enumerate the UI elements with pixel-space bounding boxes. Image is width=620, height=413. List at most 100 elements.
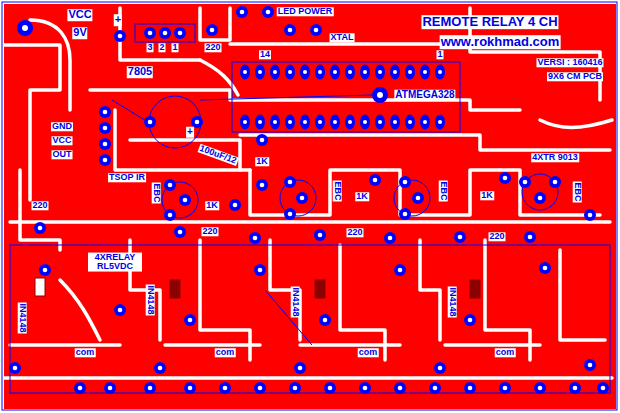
silkscreen-label: 2 [158, 43, 165, 52]
ic-pad [405, 65, 415, 80]
pad [499, 172, 511, 184]
component-outlines [2, 2, 617, 410]
isolation-gap [10, 220, 610, 224]
pad [249, 232, 261, 244]
board-title: REMOTE RELAY 4 CH [421, 15, 558, 29]
pad [284, 176, 296, 188]
ic-pad [435, 115, 445, 130]
silkscreen-label: 220 [346, 228, 363, 237]
pad [154, 362, 166, 374]
pad [284, 24, 296, 36]
pad [289, 382, 301, 394]
pad [534, 192, 546, 204]
pad [174, 27, 186, 39]
isolation-gap [420, 240, 440, 340]
ic-pad [360, 115, 370, 130]
silkscreen-label: www.rokhmad.com [440, 35, 561, 49]
jumper-wire [200, 95, 372, 100]
ic-pad [435, 65, 445, 80]
pad [17, 20, 33, 36]
ic-pad [330, 65, 340, 80]
silkscreen-label: 14 [259, 50, 271, 59]
pad [284, 208, 296, 220]
ic-pad [345, 65, 355, 80]
ic-pad [255, 115, 265, 130]
pad [369, 174, 381, 186]
silkscreen-label: OUT [52, 150, 73, 159]
isolation-gap [4, 376, 612, 380]
coil-mark [170, 280, 180, 298]
ic-pad [315, 115, 325, 130]
isolation-gap [230, 42, 470, 46]
ic-pad [300, 115, 310, 130]
silkscreen-label: 4XRELAY RL5VDC [88, 253, 142, 272]
ic-pad [300, 65, 310, 80]
pad [412, 192, 424, 204]
ic-pad [405, 115, 415, 130]
silkscreen-label: 220 [201, 227, 218, 236]
silkscreen-label: com [495, 348, 516, 357]
silkscreen-label: VCC [51, 136, 72, 145]
silkscreen-label: com [215, 348, 236, 357]
pad [584, 359, 596, 371]
isolation-gap [90, 90, 520, 110]
pad [206, 24, 218, 36]
ic-pad [330, 115, 340, 130]
silkscreen-label: 1K [205, 201, 219, 210]
isolation-gap [10, 343, 540, 347]
silkscreen-label: VERSI : 160416 [536, 58, 603, 67]
pad [569, 382, 581, 394]
pad [384, 232, 396, 244]
pad [519, 176, 531, 188]
isolation-gap [240, 135, 610, 150]
silkscreen-label: 220 [31, 201, 48, 210]
pad [219, 382, 231, 394]
pad [99, 154, 111, 166]
pad [359, 382, 371, 394]
isolation-gap [115, 110, 250, 170]
silkscreen-label: 4XTR 9013 [531, 153, 579, 162]
pad [434, 362, 446, 374]
ic-pad [240, 65, 250, 80]
pad [99, 122, 111, 134]
isolation-gaps [4, 8, 612, 378]
pad [254, 264, 266, 276]
silkscreen-label: LED POWER [277, 7, 334, 16]
pad [256, 134, 268, 146]
pad [310, 24, 322, 36]
pad [74, 382, 86, 394]
isolation-gap [250, 170, 600, 215]
pad [174, 226, 186, 238]
coil-mark [35, 278, 45, 296]
pad [184, 314, 196, 326]
silkscreen-label: GND [51, 122, 73, 131]
ic-pad [285, 115, 295, 130]
pad [229, 199, 241, 211]
copper-pour [4, 4, 616, 409]
isolation-gap [130, 140, 240, 170]
silkscreen-label: IN4148 [145, 284, 154, 315]
ic-pad [270, 115, 280, 130]
jumper-wire [265, 290, 312, 345]
silkscreen-label: 1 [436, 50, 443, 59]
pad [534, 382, 546, 394]
ic-pad [420, 65, 430, 80]
pad [262, 6, 274, 18]
isolation-gap [485, 240, 530, 360]
silkscreen-label: 1 [171, 43, 178, 52]
pad [104, 382, 116, 394]
pad [584, 209, 596, 221]
pad [524, 231, 536, 243]
ic-pad [315, 65, 325, 80]
pad [499, 382, 511, 394]
pad [464, 382, 476, 394]
isolation-gap [60, 280, 100, 340]
ic-pad [255, 65, 265, 80]
silkscreen-label: 100uF/12 [197, 144, 238, 167]
ic-pad [375, 65, 385, 80]
pad [164, 209, 176, 221]
ic-pad [420, 115, 430, 130]
silkscreen-label: 1K [480, 191, 494, 200]
pad [429, 382, 441, 394]
